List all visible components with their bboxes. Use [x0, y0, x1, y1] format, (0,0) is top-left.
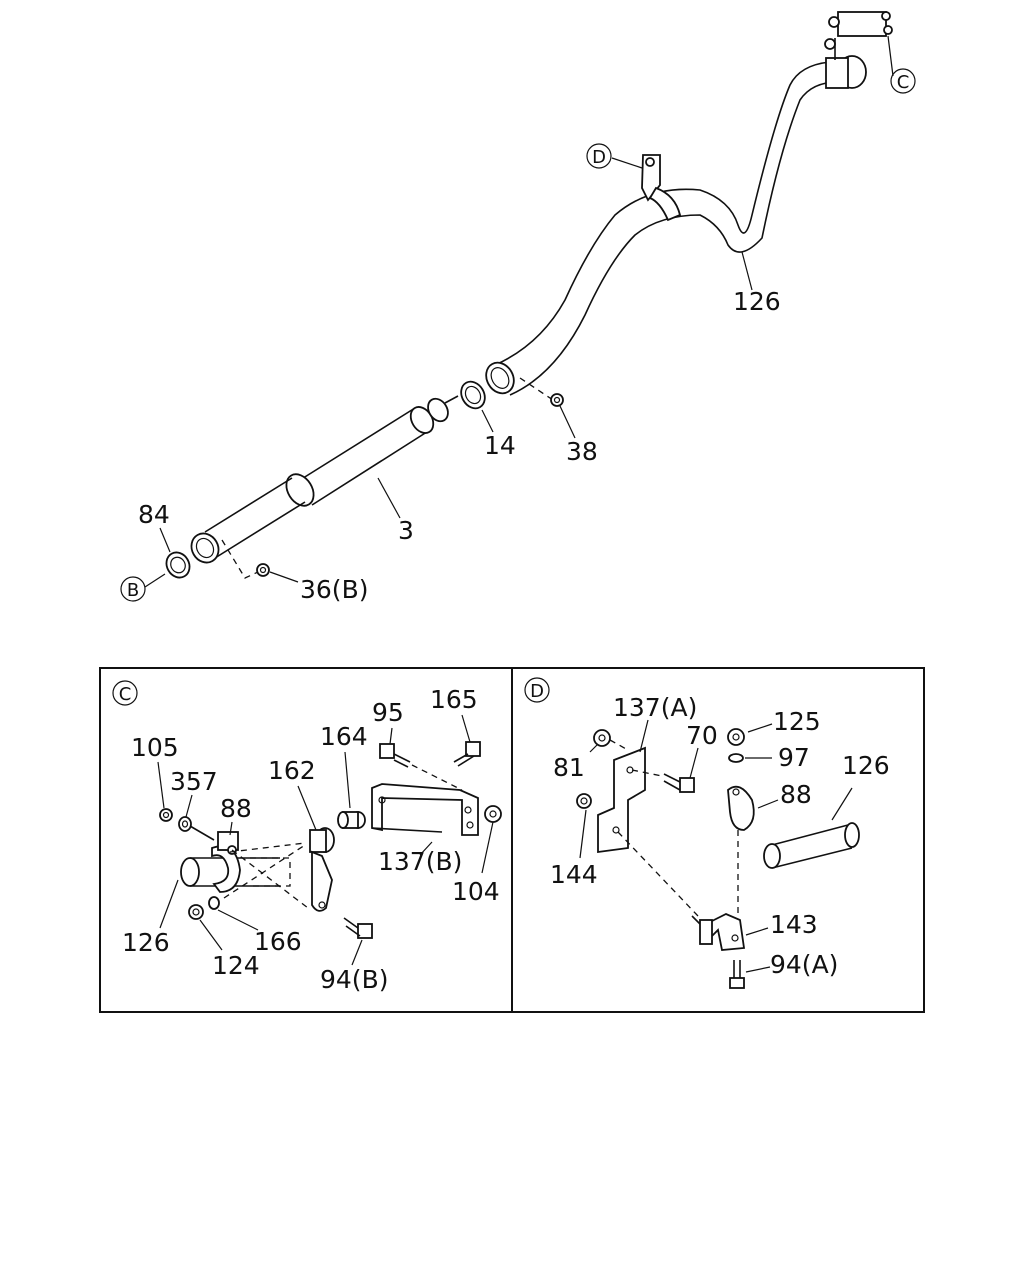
label-36b: 36(B): [300, 575, 368, 604]
label-126: 126: [733, 287, 781, 316]
washer-97: [728, 753, 744, 763]
label-d-70: 70: [686, 721, 718, 750]
ref-circle-c: C: [890, 68, 916, 94]
exhaust-overview: C D B 126 14 38 3 84 36(B): [120, 11, 916, 604]
label-d-81: 81: [553, 753, 585, 782]
ref-letter-b: B: [127, 580, 139, 601]
ref-letter-d: D: [592, 147, 606, 168]
nut-104: [484, 805, 502, 823]
label-d-97: 97: [778, 743, 810, 772]
label-c-95: 95: [372, 698, 404, 727]
detail-d-ref-letter: D: [530, 681, 544, 702]
label-c-105: 105: [131, 733, 179, 762]
label-c-104: 104: [452, 877, 500, 906]
label-c-126: 126: [122, 928, 170, 957]
detail-c-ref: C: [112, 680, 138, 706]
bolt-94a: [729, 960, 745, 989]
label-c-164: 164: [320, 722, 368, 751]
label-d-143: 143: [770, 910, 818, 939]
hanger-bracket-c: [824, 11, 893, 50]
label-d-144: 144: [550, 860, 598, 889]
label-c-124: 124: [212, 951, 260, 980]
label-d-137a: 137(A): [613, 693, 697, 722]
bolt-95: [379, 743, 411, 768]
label-d-125: 125: [773, 707, 821, 736]
label-c-94b: 94(B): [320, 965, 388, 994]
label-c-165: 165: [430, 685, 478, 714]
nut-125: [727, 728, 745, 746]
nut-81: [593, 729, 611, 747]
label-c-88: 88: [220, 794, 252, 823]
tail-pipe-126: [494, 38, 867, 396]
washer-357: [178, 816, 192, 832]
pipe-flange-14-38: [460, 361, 564, 410]
bracket-137b: [371, 783, 479, 836]
washer-166: [208, 896, 220, 910]
bracket-143: [691, 913, 746, 951]
hanger-bracket-d: [641, 154, 682, 222]
label-38: 38: [566, 437, 598, 466]
detail-d-leaders: [579, 719, 853, 973]
nut-144: [576, 793, 592, 809]
ref-letter-c: C: [897, 72, 910, 93]
label-84: 84: [138, 500, 170, 529]
pipe-126-d: [763, 822, 860, 869]
detail-frames: [99, 667, 925, 1013]
label-d-88: 88: [780, 780, 812, 809]
nut-105: [159, 808, 173, 822]
label-14: 14: [484, 431, 516, 460]
bolt-70: [663, 773, 695, 793]
label-c-166: 166: [254, 927, 302, 956]
label-c-137b: 137(B): [378, 847, 462, 876]
bracket-137a: [597, 746, 646, 854]
detail-d-ref: D: [524, 677, 550, 703]
detail-c-ref-letter: C: [119, 684, 132, 705]
label-c-357: 357: [170, 767, 218, 796]
overview-leaders: [144, 35, 894, 588]
nut-124: [188, 904, 204, 920]
detail-c-leaders: [157, 714, 494, 966]
muffler-3: [165, 395, 459, 579]
detail-c: C: [112, 680, 502, 994]
label-c-162: 162: [268, 756, 316, 785]
clamp-88-d: [727, 785, 755, 831]
bolt-165: [453, 741, 481, 767]
stud-164: [337, 811, 366, 829]
ref-circle-d: D: [586, 143, 612, 169]
detail-d: D: [524, 677, 890, 989]
clamp-88-c: [211, 831, 241, 893]
label-3: 3: [398, 516, 414, 545]
bolt-94b: [343, 917, 373, 939]
label-d-94a: 94(A): [770, 950, 838, 979]
ref-circle-b: B: [120, 576, 146, 602]
label-d-126: 126: [842, 751, 890, 780]
bracket-162: [309, 827, 335, 912]
